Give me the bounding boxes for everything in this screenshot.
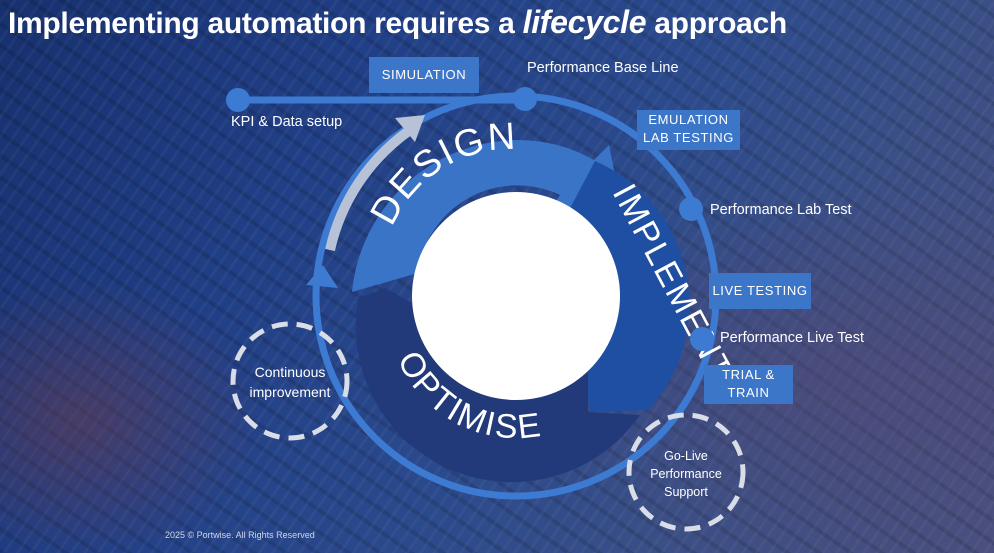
trial-line2: TRAIN	[727, 385, 770, 400]
emulation-line1: EMULATION	[648, 112, 729, 127]
baseline-label: Performance Base Line	[527, 60, 679, 76]
live-test-milestone-dot	[690, 327, 714, 351]
live-testing-box: LIVE TESTING	[709, 273, 811, 309]
cycle-arrowhead	[306, 265, 338, 288]
lab-test-milestone-dot	[679, 197, 703, 221]
slide-title: Implementing automation requires a lifec…	[8, 4, 787, 41]
simulation-label: SIMULATION	[381, 67, 467, 82]
progress-arrowhead	[395, 115, 425, 142]
trial-line1: TRIAL &	[722, 367, 775, 382]
progress-arc	[325, 125, 413, 252]
title-suffix: approach	[654, 7, 787, 40]
center-circle	[412, 192, 620, 400]
live-testing-label: LIVE TESTING	[712, 283, 808, 298]
emulation-line2: LAB TESTING	[643, 130, 734, 145]
kpi-milestone-dot	[226, 88, 250, 112]
continuous-improvement-loop	[230, 321, 350, 441]
golive-text: Go-Live Performance Support	[630, 447, 742, 501]
lab-test-label: Performance Lab Test	[710, 202, 852, 218]
live-test-label: Performance Live Test	[720, 330, 864, 346]
kpi-label: KPI & Data setup	[231, 114, 343, 130]
continuous-line2: improvement	[249, 384, 331, 400]
golive-line3: Support	[664, 485, 708, 499]
golive-support-loop	[626, 412, 746, 532]
continuous-improvement-text: Continuous improvement	[232, 362, 348, 402]
golive-line2: Performance	[650, 467, 722, 481]
optimise-segment	[355, 288, 640, 483]
continuous-line1: Continuous	[254, 364, 326, 380]
copyright-footer: 2025 © Portwise. All Rights Reserved	[165, 530, 315, 540]
trial-train-box: TRIAL & TRAIN	[704, 365, 793, 404]
design-segment	[352, 139, 625, 292]
baseline-milestone-dot	[513, 87, 537, 111]
title-prefix: Implementing automation requires a	[8, 7, 515, 40]
emulation-box: EMULATION LAB TESTING	[637, 110, 740, 150]
golive-line1: Go-Live	[664, 449, 708, 463]
simulation-box: SIMULATION	[369, 57, 479, 93]
title-emphasis: lifecycle	[522, 4, 647, 40]
